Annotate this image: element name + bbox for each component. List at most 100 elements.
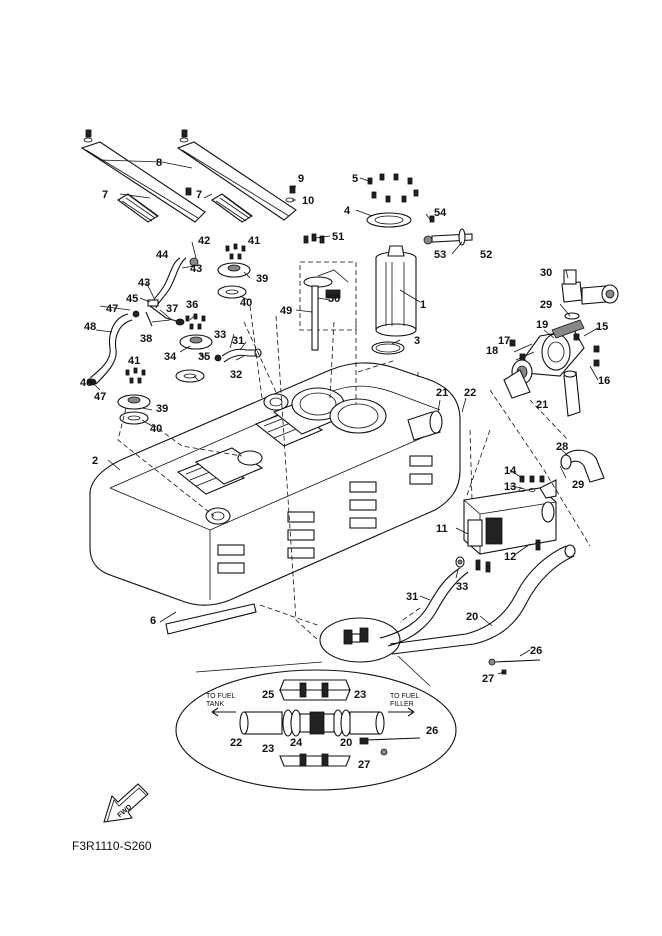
check-valve[interactable] [132,299,185,327]
diagram-code: F3R1110-S260 [72,839,152,853]
callout-27: 27 [482,673,494,685]
callout-2: 2 [92,455,98,467]
callout-3: 3 [414,335,420,347]
callout-22b: 22 [230,737,242,749]
separator-bolts[interactable] [475,475,545,573]
callout-10: 10 [302,195,314,207]
fuel-level-sender[interactable] [299,261,357,351]
callout-23a: 23 [354,689,366,701]
hose-clamp[interactable] [455,556,465,568]
callout-5: 5 [352,173,358,185]
inset-hose-right[interactable] [349,711,385,735]
inset-note-right-1: TO FUEL [390,693,420,700]
fuel-hose-31[interactable] [379,567,469,647]
callout-37: 37 [166,303,178,315]
callout-6: 6 [150,615,156,627]
callout-22: 22 [464,387,476,399]
cable-tie[interactable] [488,658,541,675]
callout-38: 38 [140,333,152,345]
callout-18: 18 [486,345,498,357]
inset-clamps[interactable] [282,709,352,737]
callout-34: 34 [164,351,177,363]
connector-joint[interactable] [319,617,401,663]
water-separator[interactable] [463,479,557,555]
joint-detail-inset [175,655,457,791]
callout-42: 42 [198,235,210,247]
callout-29a: 29 [540,299,552,311]
callout-39a: 39 [256,273,268,285]
rollover-valve-upper[interactable] [217,262,251,299]
callout-44: 44 [156,249,169,261]
callout-33b: 33 [456,581,468,593]
tank-strap-right[interactable] [176,141,297,221]
fuel-pump-sending-unit[interactable] [375,245,417,337]
callout-36: 36 [186,299,198,311]
inset-note-left-1: TO FUEL [206,693,236,700]
callout-13: 13 [504,481,516,493]
callout-4: 4 [344,205,351,217]
callout-16: 16 [598,375,610,387]
callout-26b: 26 [426,725,438,737]
callout-39b: 39 [156,403,168,415]
inset-top-coupler[interactable] [279,679,351,701]
leader-lines [89,159,599,675]
inset-note-left-2: TANK [206,701,224,708]
breather-fitting[interactable] [423,215,473,246]
vent-elbow-hose[interactable] [221,348,262,363]
callout-40a: 40 [240,297,252,309]
inset-bottom-coupler[interactable] [279,753,351,767]
callout-47b: 47 [94,391,106,403]
callout-25: 25 [262,689,274,701]
gasket[interactable] [371,341,405,355]
callout-19: 19 [536,319,548,331]
strap-pad-right[interactable] [211,193,253,223]
fuel-tank[interactable] [89,362,461,606]
callout-28: 28 [556,441,568,453]
callout-49: 49 [280,305,292,317]
callout-26: 26 [530,645,542,657]
breather-fitting-top[interactable] [561,269,619,320]
sender-screws[interactable] [303,233,325,244]
callout-47a: 47 [106,303,118,315]
callout-35: 35 [198,351,210,363]
callout-54: 54 [434,207,447,219]
callout-21b: 21 [536,399,548,411]
callout-30: 30 [540,267,552,279]
filler-neck-assembly[interactable] [503,319,585,399]
ring-nut-bolts[interactable] [367,173,419,203]
ring-nut[interactable] [366,212,412,228]
callout-23b: 23 [262,743,274,755]
callout-43b: 43 [138,277,150,289]
callout-7b: 7 [196,189,202,201]
callout-8: 8 [156,157,162,169]
callout-20: 20 [466,611,478,623]
callout-labels: 1 2 3 4 5 6 7 7 8 9 10 11 12 13 14 15 16… [80,157,610,771]
callout-11: 11 [436,523,448,535]
tank-strap-left[interactable] [80,141,206,223]
filler-elbow-hose[interactable] [560,449,605,483]
callout-31a: 31 [232,335,244,347]
inset-joint-pipe[interactable] [299,711,335,735]
inset-note-right-2: FILLER [390,701,414,708]
callout-27b: 27 [358,759,370,771]
callout-43a: 43 [190,263,202,275]
callout-41b: 41 [128,355,140,367]
callout-51: 51 [332,231,344,243]
callout-17: 17 [498,335,510,347]
callout-21a: 21 [436,387,448,399]
callout-52: 52 [480,249,492,261]
inset-hose-left[interactable] [239,711,283,735]
strap-pad-left[interactable] [117,193,159,223]
filler-hose-20[interactable] [389,544,576,655]
tank-pad-bottom[interactable] [165,603,257,635]
callout-48: 48 [84,321,96,333]
inset-cable-tie[interactable] [359,737,421,756]
rollover-valve-lower[interactable] [117,394,151,425]
callout-50: 50 [328,293,340,305]
small-screws[interactable] [125,243,246,384]
filler-hose-short[interactable] [563,370,581,417]
callout-53: 53 [434,249,446,261]
callout-14: 14 [504,465,517,477]
callout-7a: 7 [102,189,108,201]
